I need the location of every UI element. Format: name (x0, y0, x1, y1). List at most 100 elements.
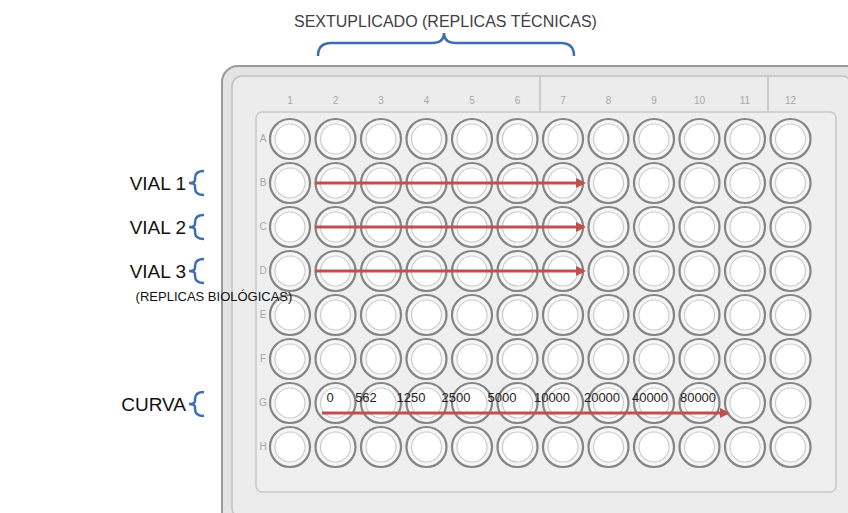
replicate-arrow (315, 182, 584, 185)
concentration-value: 562 (216, 390, 516, 406)
row-letter: A (113, 133, 413, 145)
well-rim (498, 339, 538, 379)
well-bottom (503, 300, 533, 330)
well-rim (680, 251, 720, 291)
well-bottom (730, 212, 760, 242)
well-rim (771, 251, 811, 291)
well-bottom (776, 432, 806, 462)
column-number: 11 (595, 95, 848, 107)
well-rim (725, 119, 765, 159)
column-number: 7 (413, 95, 713, 107)
well-rim (771, 119, 811, 159)
well-rim (680, 119, 720, 159)
well-bottom (639, 256, 669, 286)
well-rim (589, 339, 629, 379)
well-rim (725, 207, 765, 247)
well-bottom (275, 388, 305, 418)
column-number: 10 (550, 95, 848, 107)
well-rim (589, 251, 629, 291)
well-bottom (639, 344, 669, 374)
well-rim (270, 383, 310, 423)
well-bottom (503, 432, 533, 462)
well-rim (634, 163, 674, 203)
row-label: VIAL 1 (0, 172, 186, 195)
well-rim (589, 427, 629, 467)
well-bottom (412, 300, 442, 330)
well-bottom (275, 432, 305, 462)
well-rim (361, 295, 401, 335)
well-bottom (321, 432, 351, 462)
column-number: 4 (277, 95, 577, 107)
well-rim (361, 339, 401, 379)
column-number: 9 (504, 95, 804, 107)
well-rim (771, 383, 811, 423)
well-rim (725, 251, 765, 291)
row-letter: F (113, 353, 413, 365)
row-label: VIAL 2 (0, 216, 186, 239)
well-rim (725, 427, 765, 467)
top-brace (318, 33, 574, 56)
well-bottom (594, 300, 624, 330)
well-rim (771, 163, 811, 203)
well-bottom (321, 344, 351, 374)
well-rim (725, 163, 765, 203)
row-letter: H (113, 441, 413, 453)
replicate-arrow (315, 270, 584, 273)
well-rim (316, 119, 356, 159)
well-bottom (730, 168, 760, 198)
well-bottom (275, 124, 305, 154)
well-bottom (275, 212, 305, 242)
well-bottom (457, 432, 487, 462)
well-rim (270, 163, 310, 203)
well-bottom (457, 300, 487, 330)
well-rim (589, 119, 629, 159)
well-rim (498, 119, 538, 159)
well-bottom (685, 300, 715, 330)
column-number: 2 (186, 95, 486, 107)
well-bottom (639, 432, 669, 462)
well-bottom (639, 212, 669, 242)
well-bottom (548, 124, 578, 154)
well-bottom (594, 168, 624, 198)
well-rim (634, 295, 674, 335)
well-bottom (594, 212, 624, 242)
well-bottom (275, 300, 305, 330)
well-rim (407, 427, 447, 467)
well-rim (316, 427, 356, 467)
group-note: (REPLICAS BIOLÓGICAS) (64, 289, 364, 305)
row-brace (189, 171, 204, 195)
curve-arrow (322, 412, 728, 415)
row-brace (189, 392, 204, 416)
column-number: 1 (140, 95, 440, 107)
well-rim (634, 251, 674, 291)
well-bottom (275, 256, 305, 286)
well-bottom (776, 168, 806, 198)
well-rim (634, 119, 674, 159)
well-rim (407, 339, 447, 379)
well-bottom (730, 432, 760, 462)
well-rim (589, 163, 629, 203)
well-bottom (639, 124, 669, 154)
well-bottom (685, 256, 715, 286)
well-rim (771, 427, 811, 467)
well-grid (270, 119, 811, 467)
well-bottom (275, 168, 305, 198)
well-rim (452, 339, 492, 379)
well-bottom (275, 344, 305, 374)
well-rim (725, 383, 765, 423)
column-number: 12 (641, 95, 848, 107)
well-rim (589, 207, 629, 247)
well-bottom (548, 300, 578, 330)
column-number: 6 (368, 95, 668, 107)
well-bottom (776, 388, 806, 418)
well-rim (543, 295, 583, 335)
well-bottom (366, 124, 396, 154)
plate-notch (767, 76, 769, 112)
well-rim (316, 339, 356, 379)
well-rim (407, 119, 447, 159)
well-rim (725, 295, 765, 335)
well-bottom (776, 300, 806, 330)
